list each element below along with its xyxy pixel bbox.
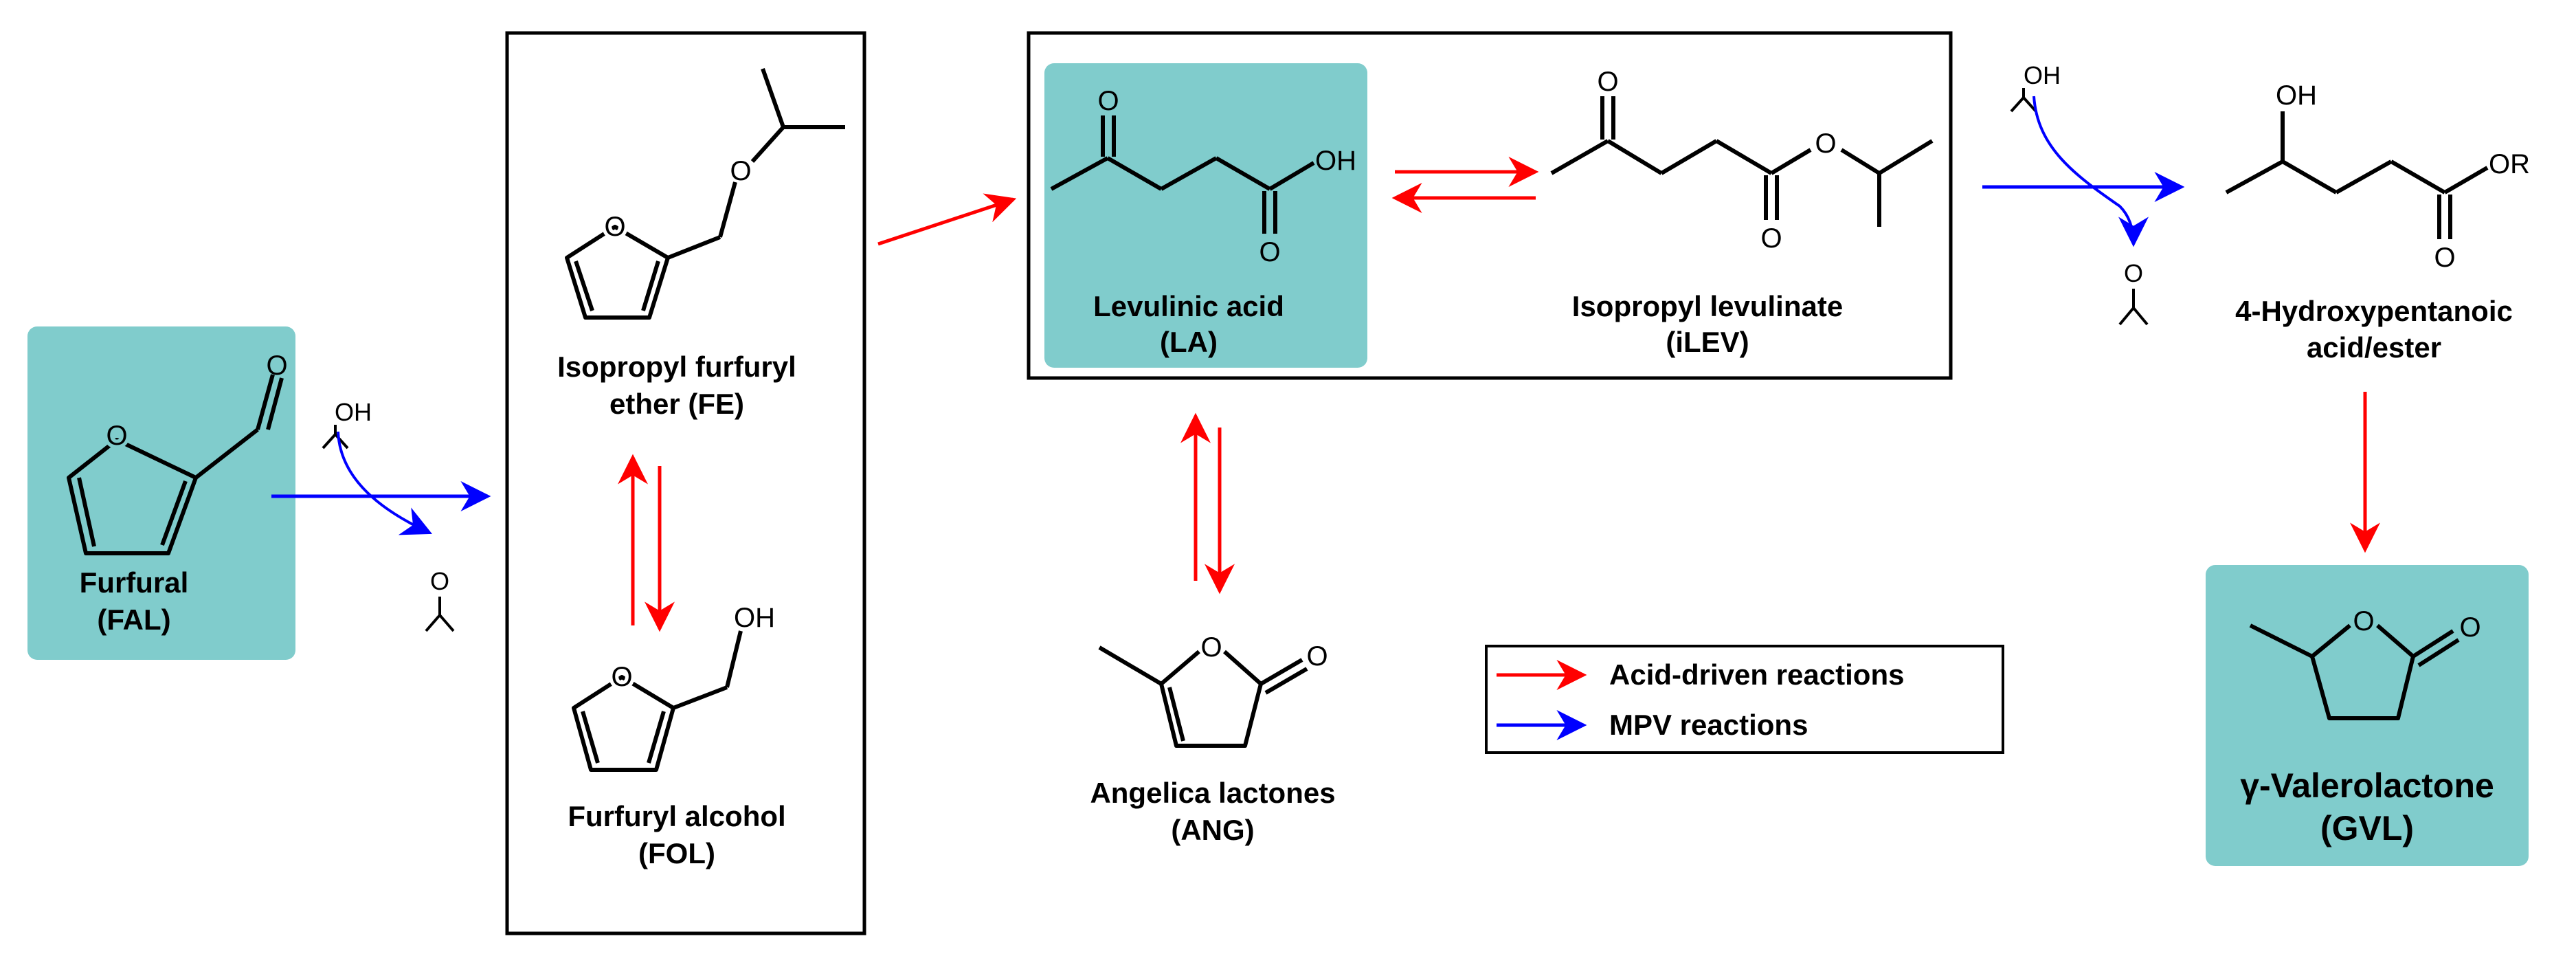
fol-abbr: (FOL): [638, 837, 715, 869]
furanic-intermediates-frame: [505, 31, 866, 935]
ang-name: Angelica lactones: [1090, 777, 1335, 809]
isopropanol-reagent-1: [322, 425, 349, 450]
mpv-curved-arrow-2: [2032, 96, 2149, 247]
isopropanol-oh-1: OH: [335, 398, 372, 426]
hp-name-line1: 4-Hydroxypentanoic: [2235, 295, 2513, 327]
levulinic-acid-structure: [1050, 115, 1315, 234]
la-abbr: (LA): [1160, 326, 1218, 358]
ilev-ester-o: O: [1815, 129, 1836, 159]
acetone-o-1: O: [430, 567, 449, 595]
acetone-o-2: O: [2124, 259, 2143, 287]
levulinic-acid-highlight: [1044, 63, 1367, 368]
legend-frame: [1485, 645, 2004, 754]
hp-oh: OH: [2276, 80, 2317, 111]
fol-oh: OH: [734, 603, 775, 633]
gvl-abbr: (GVL): [2320, 809, 2414, 847]
furfural-carbonyl-o: O: [266, 351, 287, 381]
acid-arrow-fe-to-la: [877, 193, 1017, 246]
gvl-carbonyl-o: O: [2459, 612, 2480, 643]
fe-name-line1: Isopropyl furfuryl: [557, 351, 796, 383]
fol-ring-o: O: [611, 662, 632, 692]
isopropanol-reagent-2: [2010, 88, 2037, 113]
gvl-name: γ-Valerolactone: [2240, 766, 2494, 805]
ang-carbonyl-o: O: [1306, 641, 1328, 672]
furfural-abbr: (FAL): [97, 603, 170, 636]
ilev-abbr: (iLEV): [1666, 326, 1749, 358]
ilev-carbonyl-o: O: [1760, 223, 1782, 254]
legend-acid-label: Acid-driven reactions: [1609, 658, 1904, 691]
acetone-product-2: [2118, 289, 2149, 326]
furfural-ring-o: O: [106, 421, 127, 451]
fe-name-line2: ether (FE): [609, 388, 744, 420]
la-oh: OH: [1315, 146, 1356, 176]
furfuryl-ether-structure: [565, 68, 845, 320]
fe-ether-o: O: [730, 156, 751, 186]
ilev-name: Isopropyl levulinate: [1572, 290, 1843, 322]
ilev-ketone-o: O: [1597, 67, 1618, 97]
furfuryl-alcohol-structure: [572, 630, 743, 772]
ang-ring-o: O: [1200, 632, 1222, 663]
hydroxypentanoic-structure: [2225, 111, 2489, 239]
furfural-structure: [67, 374, 284, 555]
levulinates-frame: [1027, 31, 1953, 380]
fol-name: Furfuryl alcohol: [568, 800, 785, 832]
legend-mpv-label: MPV reactions: [1609, 709, 1808, 741]
isopropyl-levulinate-structure: [1550, 96, 1934, 227]
gvl-structure: [2249, 623, 2460, 720]
la-name: Levulinic acid: [1093, 290, 1284, 322]
la-ketone-o: O: [1097, 86, 1119, 116]
angelica-lactone-structure: [1098, 645, 1308, 748]
gvl-highlight: [2206, 565, 2529, 866]
furfural-name: Furfural: [80, 566, 189, 599]
gvl-ring-o: O: [2353, 606, 2374, 636]
acetone-product-1: [425, 597, 455, 632]
hp-name-line2: acid/ester: [2307, 331, 2441, 364]
mpv-curved-arrow-1: [337, 431, 432, 535]
la-carbonyl-o: O: [1259, 237, 1280, 267]
fe-ring-o: O: [604, 212, 625, 242]
ang-abbr: (ANG): [1171, 814, 1254, 846]
furfural-highlight: [27, 326, 295, 660]
hp-carbonyl-o: O: [2434, 243, 2455, 273]
isopropanol-oh-2: OH: [2024, 61, 2061, 89]
hp-or: OR: [2489, 149, 2530, 179]
